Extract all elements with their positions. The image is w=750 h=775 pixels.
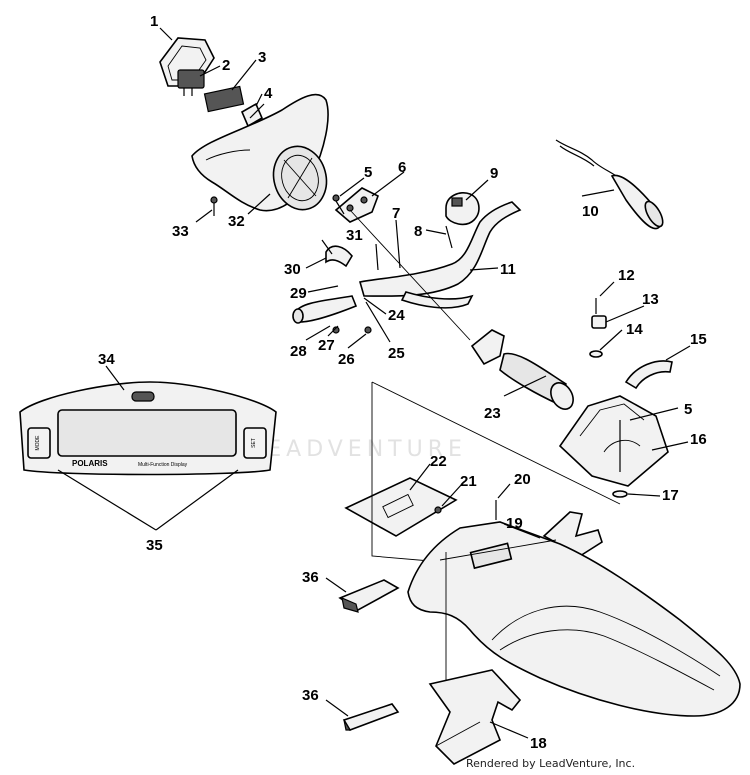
callout-18: 18 <box>530 735 547 752</box>
part-bracket-19 <box>542 511 603 557</box>
callout-2: 2 <box>222 57 230 74</box>
credit-text: Rendered by LeadVenture, Inc. <box>466 757 636 770</box>
callout-27: 27 <box>318 337 335 354</box>
part-washer-17 <box>612 490 628 498</box>
callout-9: 9 <box>490 165 498 182</box>
callout-3: 3 <box>258 49 266 66</box>
callout-13: 13 <box>642 291 659 308</box>
callout-7: 7 <box>392 205 400 222</box>
callout-32: 32 <box>228 213 245 230</box>
callout-5b: 5 <box>684 401 692 418</box>
part-screw-5 <box>332 194 345 215</box>
part-throttle-cable <box>555 139 664 230</box>
part-clamp <box>334 187 380 223</box>
part-switch <box>445 192 480 226</box>
callout-5: 5 <box>364 164 372 181</box>
part-mounting-plate <box>344 477 458 537</box>
display-brand: POLARIS <box>72 459 108 468</box>
part-screw-33 <box>210 196 218 216</box>
watermark: LEADVENTURE <box>250 437 467 462</box>
callout-20: 20 <box>514 471 531 488</box>
display-subtitle: Multi-Function Display <box>138 462 188 468</box>
callout-8: 8 <box>414 223 422 240</box>
part-washer-14 <box>589 350 603 358</box>
leader-35a <box>57 469 157 531</box>
part-nut-27 <box>332 326 340 334</box>
callout-35: 35 <box>146 537 163 554</box>
callout-28: 28 <box>290 343 307 360</box>
part-clamp-block <box>558 395 669 487</box>
leader-35b <box>155 469 239 531</box>
part-bracket-36a <box>338 579 400 613</box>
part-screw-8 <box>445 225 453 249</box>
part-nut-26 <box>364 326 372 334</box>
callout-1: 1 <box>150 13 158 30</box>
callout-19: 19 <box>506 515 523 532</box>
callout-12: 12 <box>618 267 635 284</box>
callout-30: 30 <box>284 261 301 278</box>
part-front-fender <box>407 521 741 717</box>
callout-31: 31 <box>346 227 363 244</box>
display-set-label: SET <box>251 438 257 448</box>
callout-36a: 36 <box>302 569 319 586</box>
callout-labels: 1 2 3 4 5 6 7 8 9 10 11 12 13 14 15 5 16… <box>98 13 707 752</box>
callout-6: 6 <box>398 159 406 176</box>
part-block <box>203 85 245 113</box>
part-left-grip <box>292 239 358 324</box>
callout-11: 11 <box>500 261 516 278</box>
callout-22: 22 <box>430 453 447 470</box>
callout-14: 14 <box>626 321 643 338</box>
display-panel: MODE SET POLARIS Multi-Function Display <box>19 381 277 476</box>
part-handlebar <box>358 201 522 309</box>
callout-15: 15 <box>690 331 707 348</box>
callout-24: 24 <box>388 307 405 324</box>
part-arc-bracket <box>624 360 673 390</box>
callout-21: 21 <box>460 473 477 490</box>
callout-23: 23 <box>484 405 501 422</box>
callout-10: 10 <box>582 203 599 220</box>
part-bracket-36b <box>342 703 400 731</box>
leader-7-11 <box>349 209 471 341</box>
callout-17: 17 <box>662 487 679 504</box>
part-clip-13 <box>591 315 607 329</box>
part-post <box>240 102 265 128</box>
callout-16: 16 <box>690 431 707 448</box>
display-mode-label: MODE <box>35 435 41 451</box>
callout-4: 4 <box>264 85 273 102</box>
part-right-grip <box>470 329 574 410</box>
part-connector <box>177 69 205 96</box>
part-bracket-18 <box>428 669 522 765</box>
callout-leaders <box>105 27 691 739</box>
leader-plate-lines <box>371 381 621 563</box>
part-headlight-pod <box>191 93 329 212</box>
callout-29: 29 <box>290 285 307 302</box>
callout-26: 26 <box>338 351 355 368</box>
callout-34: 34 <box>98 351 115 368</box>
callout-33: 33 <box>172 223 189 240</box>
callout-25: 25 <box>388 345 405 362</box>
callout-36b: 36 <box>302 687 319 704</box>
